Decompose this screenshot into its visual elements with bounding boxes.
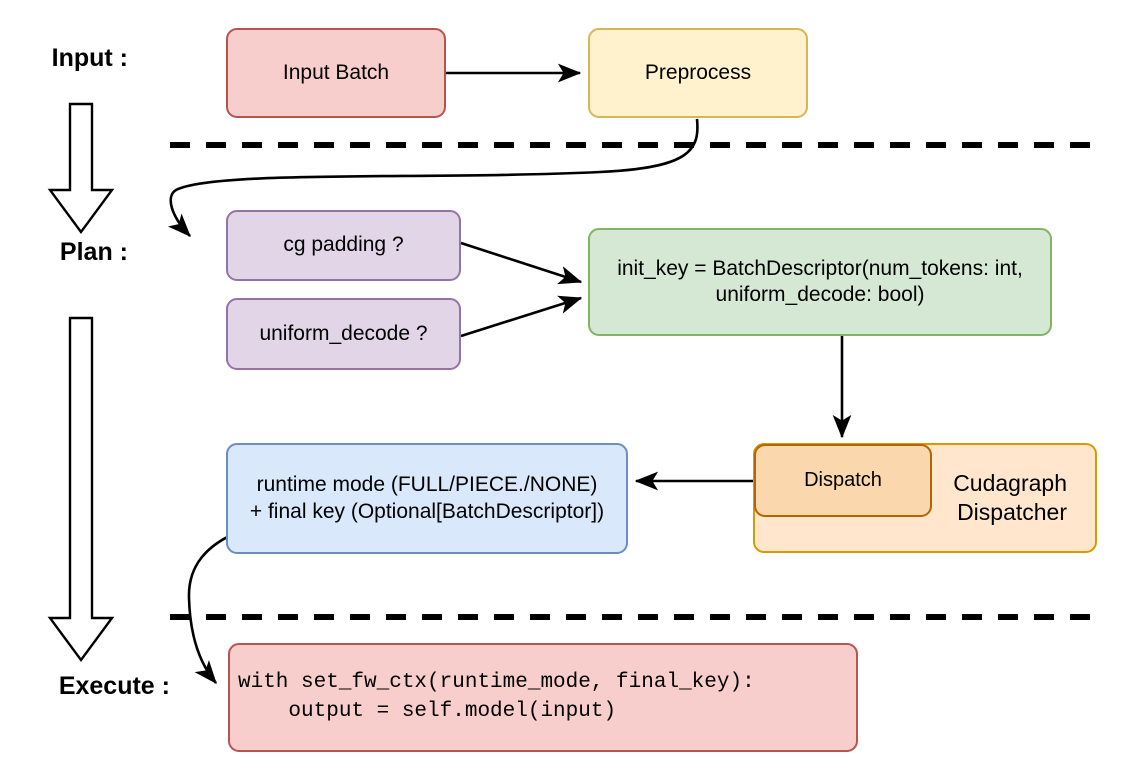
node-cg-padding[interactable]: cg padding ? — [226, 210, 461, 281]
node-runtime-mode-line1: runtime mode (FULL/PIECE./NONE) — [256, 473, 598, 497]
stage-arrow-plan-to-execute — [47, 316, 115, 663]
node-runtime-mode[interactable]: runtime mode (FULL/PIECE./NONE) + final … — [226, 443, 628, 554]
node-uniform-decode[interactable]: uniform_decode ? — [226, 298, 461, 370]
node-init-key[interactable]: init_key = BatchDescriptor(num_tokens: i… — [588, 228, 1052, 336]
stage-label-input: Input : — [51, 44, 128, 72]
node-execute-code-line1: with set_fw_ctx(runtime_mode, final_key)… — [238, 671, 755, 695]
stage-arrow-input-to-plan — [47, 102, 115, 235]
arrow-uniform-decode-to-init-key — [460, 295, 583, 338]
node-init-key-line2: uniform_decode: bool) — [715, 283, 925, 306]
node-dispatch[interactable]: Dispatch — [754, 444, 932, 517]
node-cudagraph-dispatcher-line1: Cudagraph — [953, 470, 1067, 497]
node-input-batch[interactable]: Input Batch — [226, 28, 446, 118]
node-execute-code[interactable]: with set_fw_ctx(runtime_mode, final_key)… — [228, 643, 858, 752]
arrow-cg-padding-to-init-key — [460, 241, 583, 285]
stage-label-execute: Execute : — [58, 672, 170, 700]
node-preprocess[interactable]: Preprocess — [588, 28, 808, 118]
node-execute-code-line2: output = self.model(input) — [238, 699, 617, 723]
node-runtime-mode-line2: + final key (Optional[BatchDescriptor]) — [249, 499, 605, 523]
node-cudagraph-dispatcher-line2: Dispatcher — [957, 499, 1067, 525]
stage-label-plan: Plan : — [59, 238, 128, 266]
node-init-key-line1: init_key = BatchDescriptor(num_tokens: i… — [617, 256, 1023, 280]
